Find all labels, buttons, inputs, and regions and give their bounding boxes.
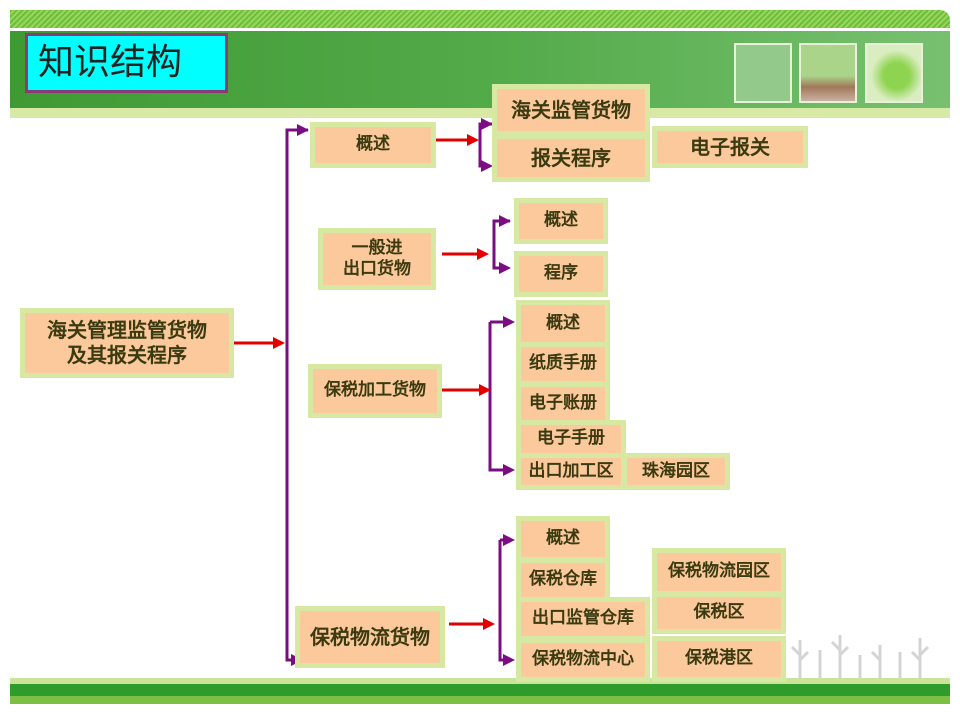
footer-band-light [10,678,950,684]
node-bonded-logistics-center: 保税物流中心 [516,638,650,682]
general-line1: 一般进 [351,237,403,258]
node-bonded-warehouse: 保税仓库 [516,558,610,602]
node-export-supervised-warehouse: 出口监管仓库 [516,597,650,641]
node-label: 概述 [315,127,431,163]
node-label: 保税物流货物 [300,611,440,663]
node-bonded-zone: 保税区 [652,592,786,634]
node-label: 纸质手册 [521,347,605,381]
root-node: 海关管理监管货物及其报关程序 [20,308,234,378]
node-label: 概述 [521,521,605,557]
node-zhuhai-park: 珠海园区 [622,453,730,490]
header-underline [10,108,950,118]
node-label: 电子报关 [657,131,803,163]
decor-tile [734,43,792,103]
node-processing-overview: 概述 [516,300,610,347]
node-label: 电子手册 [521,425,621,453]
node-label: 保税港区 [657,641,781,677]
header-stripe [10,10,950,28]
general-line2: 出口货物 [343,259,411,279]
node-label: 保税仓库 [521,563,605,597]
node-general-overview: 概述 [514,198,608,244]
processing-bracket [488,322,515,476]
node-export-processing-zone: 出口加工区 [516,453,626,490]
node-e-ledger: 电子账册 [516,382,610,426]
node-bonded-processing: 保税加工货物 [308,364,442,418]
node-customs-supervised-goods: 海关监管货物 [492,84,650,136]
node-label: 出口监管仓库 [521,602,645,636]
node-label: 珠海园区 [627,458,725,485]
slide-title: 知识结构 [25,33,228,93]
node-label: 保税物流中心 [521,643,645,677]
root-line2: 及其报关程序 [67,343,187,367]
node-label: 电子账册 [521,387,605,421]
node-bonded-logistics: 保税物流货物 [295,606,445,668]
node-label: 程序 [519,256,603,292]
node-label: 概述 [521,305,605,342]
logistics-bracket [498,540,515,666]
footer-band-lower [10,696,950,704]
node-label: 保税加工货物 [313,369,437,413]
node-label: 报关程序 [497,139,645,177]
main-bracket [285,128,308,666]
node-general-procedure: 程序 [514,251,608,297]
node-label: 保税物流园区 [657,553,781,591]
general-bracket [492,219,511,274]
node-e-manual: 电子手册 [516,420,626,458]
leaf-image [865,43,923,103]
node-label: 保税区 [657,597,781,629]
node-label: 出口加工区 [521,458,621,485]
node-declaration-procedure: 报关程序 [492,134,650,182]
root-line1: 海关管理监管货物 [47,318,207,342]
plant-silhouettes [790,635,930,690]
node-label: 概述 [519,203,603,239]
node-e-declaration: 电子报关 [652,126,808,168]
node-overview: 概述 [310,122,436,168]
node-bonded-port-zone: 保税港区 [652,636,786,682]
node-paper-manual: 纸质手册 [516,342,610,386]
node-bonded-logistics-park: 保税物流园区 [652,548,786,596]
node-logistics-overview: 概述 [516,516,610,562]
footer-band [10,684,950,696]
overview-bracket [478,122,493,172]
node-label: 海关监管货物 [497,89,645,131]
node-general-goods: 一般进出口货物 [318,228,436,290]
sprout-image [799,43,857,103]
